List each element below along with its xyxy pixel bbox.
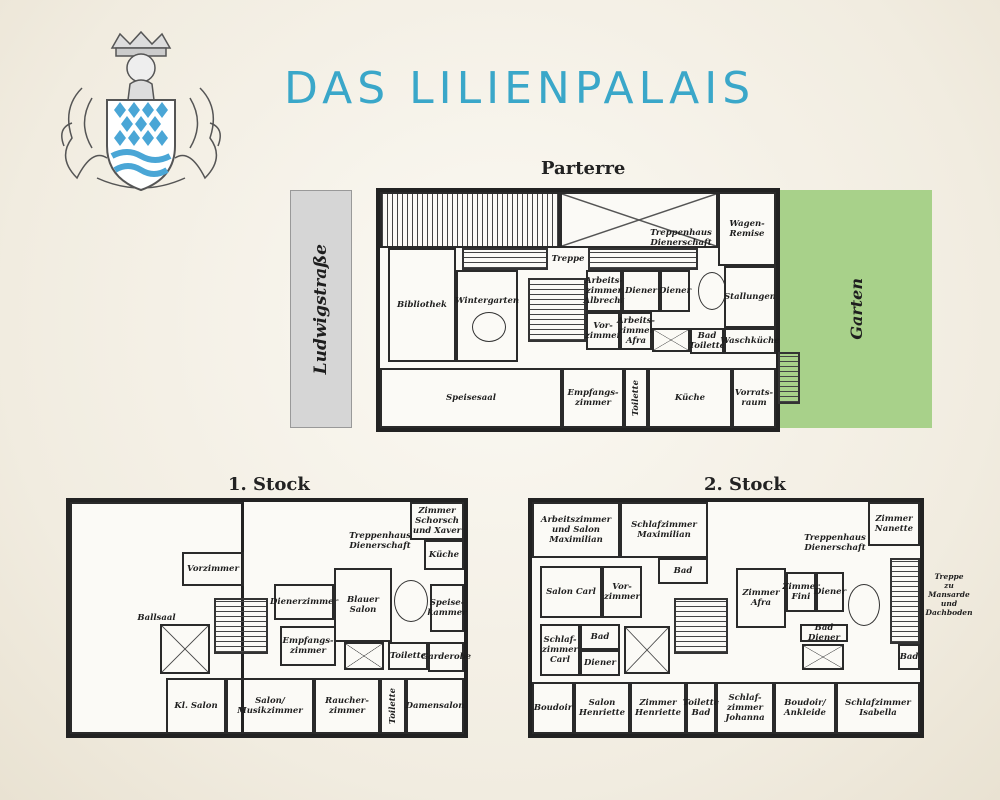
stairs-central-2: [674, 598, 728, 654]
spiral-stair-icon: [394, 580, 428, 622]
room-toilette: Toilette: [624, 368, 648, 428]
room-schlafzimmer-carl: Schlaf- zimmer Carl: [540, 624, 580, 676]
spiral-stair-icon: [848, 584, 880, 626]
room-vorzimmer: Vor- zimmer: [602, 566, 642, 618]
room-light-well: [652, 328, 690, 352]
room-wagenremise: Wagen- Remise: [718, 192, 776, 266]
floor-plan-parterre: Wagen- Remise Treppenhaus Dienerschaft T…: [376, 188, 780, 432]
room-toilette: Toilette: [388, 642, 428, 670]
page-title: DAS LILIENPALAIS: [284, 63, 756, 114]
room-zimmer-nanette: Zimmer Nanette: [868, 502, 920, 546]
stairs-central: [528, 278, 586, 342]
room-salon-carl: Salon Carl: [540, 566, 602, 618]
room-treppenhaus: Treppenhaus Dienerschaft: [804, 533, 866, 553]
room-vorratsraum: Vorrats- raum: [732, 368, 776, 428]
room-stallungen: Stallungen: [724, 266, 776, 328]
room-schlafzimmer-isabella: Schlafzimmer Isabella: [836, 682, 920, 734]
room-speisesaal: Speisesaal: [380, 368, 562, 428]
stairs-attic: [890, 558, 920, 644]
floor-heading-stock2: 2. Stock: [704, 474, 786, 495]
spiral-stair-icon: [698, 272, 726, 310]
room-raucherzimmer: Raucher- zimmer: [314, 678, 380, 734]
room-garderobe: Garderobe: [421, 642, 471, 672]
room-kueche: Küche: [648, 368, 732, 428]
stairs-main: [462, 248, 548, 270]
room-empfangszimmer: Empfangs- zimmer: [280, 626, 336, 666]
room-dienerzimmer: Dienerzimmer: [270, 584, 338, 620]
room-bad-2: Bad: [580, 624, 620, 650]
room-zimmer-afra: Zimmer Afra: [736, 568, 786, 628]
room-diener-1: Diener: [622, 270, 660, 312]
room-boudoir-ankleide: Boudoir/ Ankleide: [774, 682, 836, 734]
room-damensalon: Damensalon: [406, 678, 464, 734]
room-boudoir: Boudoir: [532, 682, 574, 734]
room-bad-diener: Bad Diener: [800, 623, 848, 643]
room-kueche: Küche: [424, 540, 464, 570]
coat-of-arms-icon: [61, 30, 221, 192]
room-schlafzimmer-maximilian: Schlafzimmer Maximilian: [620, 502, 708, 558]
room-diener-2: Diener: [580, 650, 620, 676]
stairs-service: [588, 248, 698, 270]
stairs-garden: [778, 352, 800, 404]
street-label-box: Ludwigstraße: [290, 190, 352, 428]
fountain-icon: [472, 312, 506, 342]
attic-stair-note: Treppe zu Mansarde und Dachboden: [925, 572, 973, 617]
room-courtyard: [560, 192, 718, 248]
room-diener-1: Diener: [814, 572, 846, 612]
garden-area: Garten: [780, 190, 932, 428]
room-bad-1: Bad: [658, 558, 708, 584]
room-zimmer-fini: Zimmer Fini: [782, 572, 820, 612]
room-treppenhaus: Treppenhaus Dienerschaft: [349, 531, 411, 551]
room-waschkueche: Waschküche: [720, 328, 780, 354]
room-light-well-2: [344, 642, 384, 670]
room-treppe: Treppe: [551, 254, 585, 264]
room-light-well-1: [160, 624, 210, 674]
room-salon-henriette: Salon Henriette: [574, 682, 630, 734]
room-schlafzimmer-johanna: Schlaf- zimmer Johanna: [716, 682, 774, 734]
floor-plan-stock1: Ballsaal Vorzimmer Dienerzimmer Blauer S…: [66, 498, 471, 738]
room-arcade: [380, 192, 560, 248]
garden-label: Garten: [846, 278, 866, 340]
room-wintergarten: Wintergarten: [455, 270, 519, 362]
room-light-well-2: [802, 644, 844, 670]
room-bibliothek: Bibliothek: [388, 248, 456, 362]
street-label: Ludwigstraße: [311, 243, 331, 375]
room-light-well-1: [624, 626, 670, 674]
room-toilette-bad: Toilette Bad: [683, 682, 719, 734]
floor-heading-parterre: Parterre: [541, 158, 626, 179]
room-arbeitszimmer-afra: Arbeits- zimmer Afra: [617, 312, 655, 350]
room-arbeitszimmer-albrecht: Arbeits- zimmer Albrecht: [584, 270, 624, 312]
room-speisekammer: Speise- kammer: [427, 584, 467, 632]
room-empfangszimmer: Empfangs- zimmer: [562, 368, 624, 428]
floor-heading-stock1: 1. Stock: [228, 474, 310, 495]
room-diener-2: Diener: [659, 270, 691, 312]
room-treppenhaus: Treppenhaus Dienerschaft: [650, 228, 712, 248]
room-salon-musikzimmer: Salon/ Musikzimmer: [226, 678, 314, 734]
room-vorzimmer: Vor- zimmer: [585, 312, 621, 350]
room-zimmer-henriette: Zimmer Henriette: [630, 682, 686, 734]
room-arbeitszimmer-maximilian: Arbeitszimmer und Salon Maximilian: [532, 502, 620, 558]
room-zimmer-schorsch: Zimmer Schorsch und Xaver: [410, 502, 464, 540]
room-blauer-salon: Blauer Salon: [334, 568, 392, 642]
room-kl-salon: Kl. Salon: [166, 678, 226, 734]
stairs-central-1: [214, 598, 268, 654]
floor-plan-stock2: Arbeitszimmer und Salon Maximilian Schla…: [528, 498, 924, 738]
room-bad-3: Bad: [898, 644, 920, 670]
room-bad-toilette: Bad Toilette: [689, 328, 725, 354]
room-vorzimmer: Vorzimmer: [182, 552, 244, 586]
room-toilette-2: Toilette: [380, 678, 406, 734]
